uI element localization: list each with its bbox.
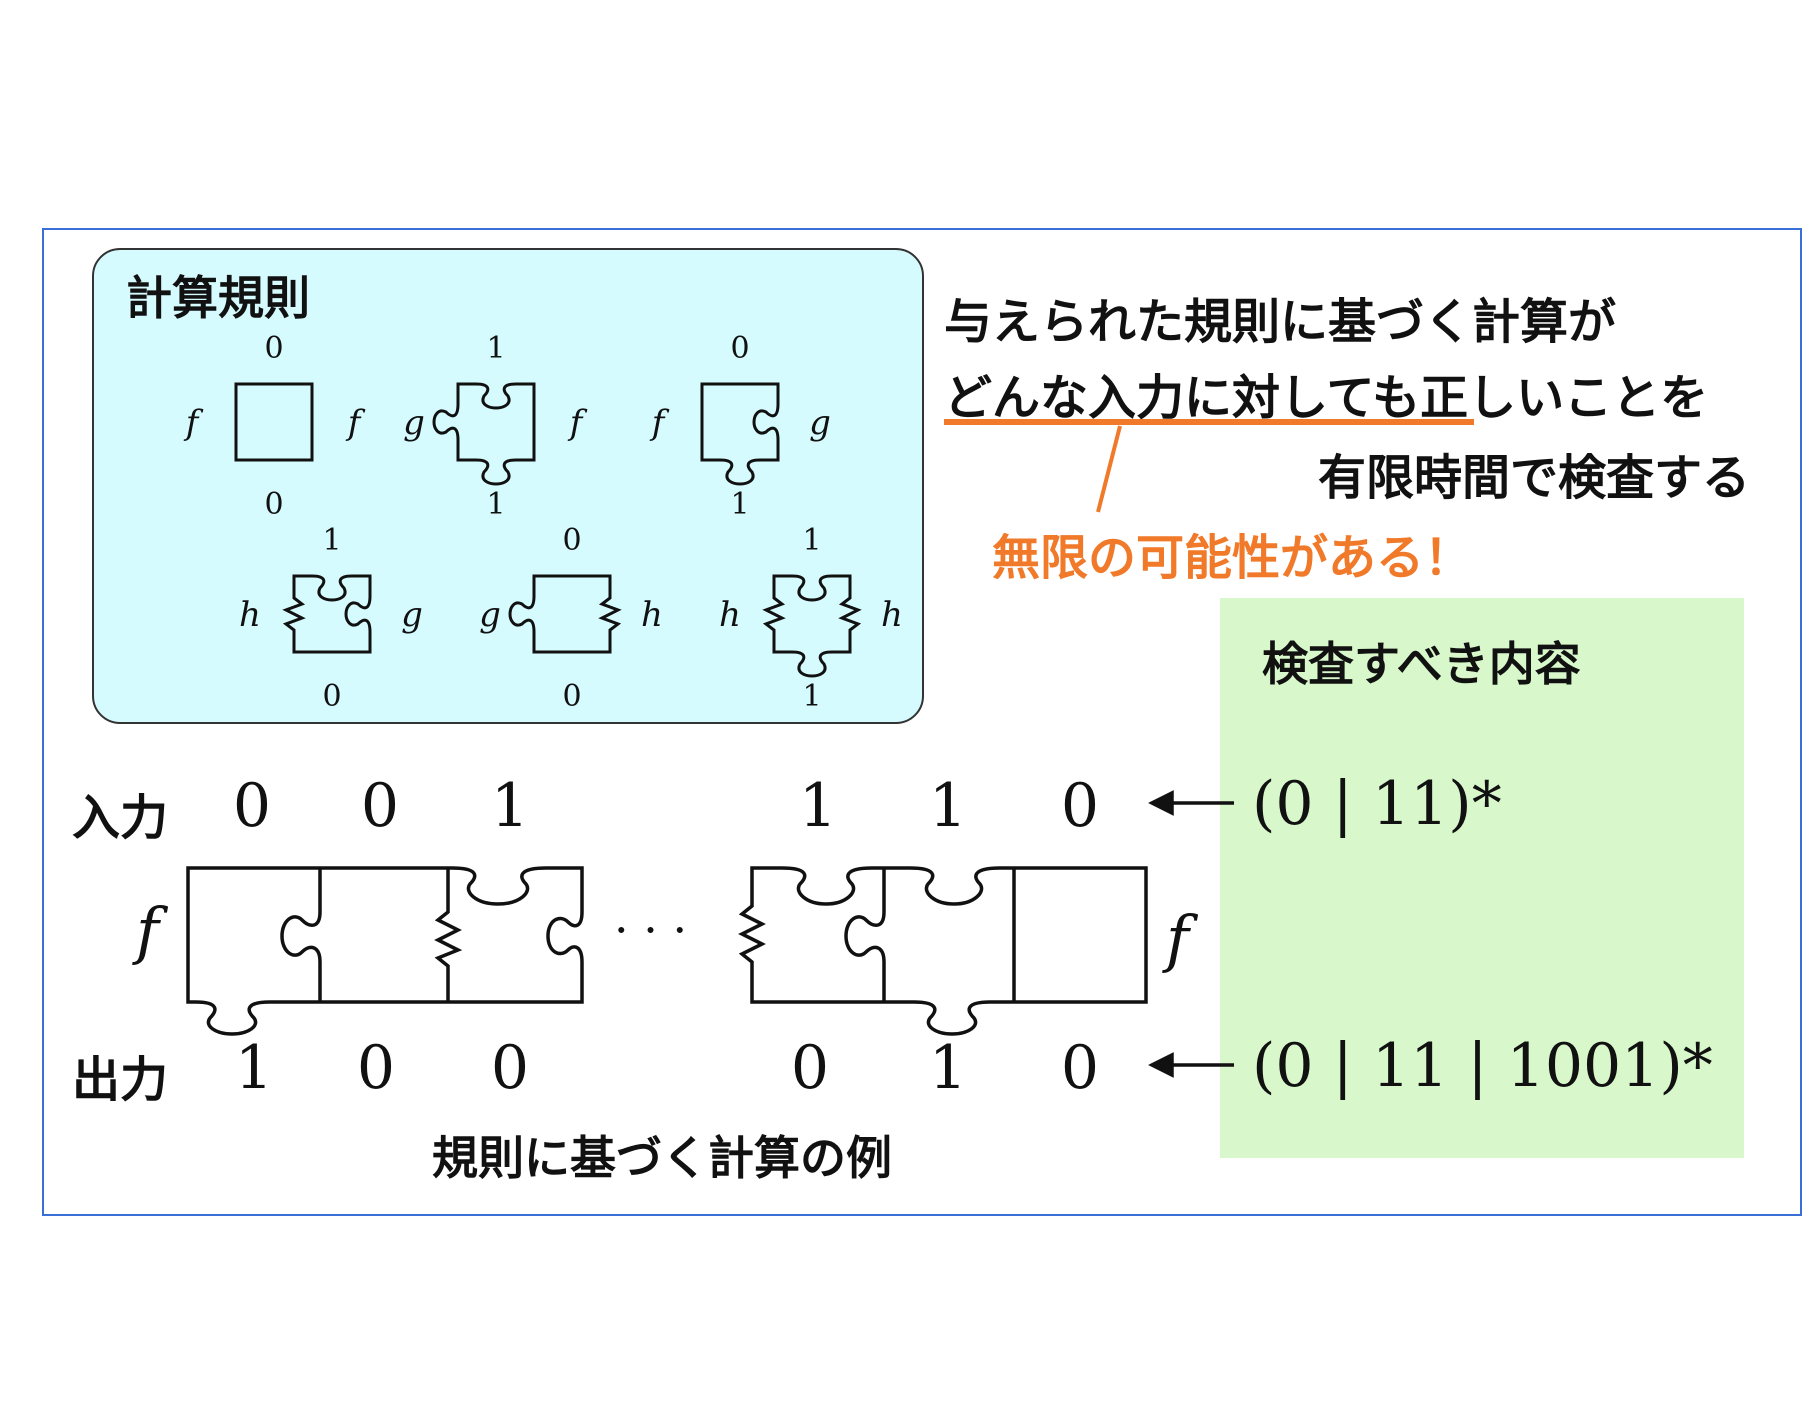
rule-right-state: h	[641, 595, 663, 635]
rule-tile	[700, 382, 780, 486]
chain-right-outline	[738, 866, 1148, 1036]
rule-right-state: f	[567, 403, 588, 443]
input-bit: 1	[799, 771, 837, 841]
chain-right-state: f	[1162, 902, 1199, 975]
input-label: 入力	[72, 790, 169, 846]
rule-top-bit: 1	[486, 331, 505, 366]
rule-bottom-bit: 0	[264, 487, 283, 522]
rule-right-state: g	[401, 595, 423, 635]
chain-ellipsis: · · ·	[614, 903, 687, 957]
rule-bottom-bit: 1	[730, 487, 749, 522]
rule-bottom-bit: 1	[802, 679, 821, 714]
chain-divider-3	[844, 868, 886, 1002]
example-caption: 規則に基づく計算の例	[432, 1131, 892, 1185]
input-arrowhead	[1148, 790, 1174, 816]
output-expression: (0 | 11 | 1001)*	[1252, 1031, 1713, 1101]
output-bit: 0	[791, 1033, 829, 1103]
rule-right-state: f	[345, 403, 366, 443]
statement-line-3: 有限時間で検査する	[1318, 450, 1751, 506]
rule-top-bit: 0	[730, 331, 749, 366]
chain-divider-1	[280, 868, 322, 1002]
output-bit: 1	[929, 1033, 967, 1103]
rule-left-state: g	[479, 595, 501, 635]
rule-right-state: g	[809, 403, 831, 443]
input-bit: 0	[361, 771, 399, 841]
rule-top-bit: 1	[802, 523, 821, 558]
output-bit: 0	[357, 1033, 395, 1103]
rules-panel	[92, 248, 924, 724]
rules-title: 計算規則	[126, 271, 310, 325]
rule-bottom-bit: 0	[562, 679, 581, 714]
statement-line-2: どんな入力に対しても正しいことを	[944, 370, 1709, 426]
rule-right-state: h	[881, 595, 903, 635]
output-arrowhead	[1148, 1052, 1174, 1078]
pointer-line	[1096, 425, 1122, 513]
rule-bottom-bit: 0	[322, 679, 341, 714]
input-bit: 0	[233, 771, 271, 841]
puzzle-chain	[186, 866, 1148, 1036]
input-expression: (0 | 11)*	[1252, 769, 1502, 839]
rule-tile	[432, 382, 536, 486]
warning-text: 無限の可能性がある！	[992, 530, 1473, 586]
rule-bottom-bit: 1	[486, 487, 505, 522]
rule-top-bit: 0	[562, 523, 581, 558]
chain-divider-2	[434, 868, 463, 1002]
chain-left-outline	[186, 866, 584, 1036]
rule-tile	[282, 574, 372, 654]
rule-left-state: f	[649, 403, 670, 443]
rule-tile	[762, 574, 862, 678]
statement-line-1: 与えられた規則に基づく計算が	[944, 294, 1617, 350]
rule-top-bit: 0	[264, 331, 283, 366]
output-label: 出力	[72, 1052, 169, 1108]
output-bit: 0	[491, 1033, 529, 1103]
arrows	[1148, 790, 1234, 1078]
rule-tile	[508, 574, 622, 654]
rule-left-state: h	[239, 595, 261, 635]
output-bit: 0	[1061, 1033, 1099, 1103]
check-title: 検査すべき内容	[1262, 637, 1581, 691]
chain-left-state: f	[132, 894, 169, 967]
input-bit: 1	[491, 771, 529, 841]
rule-left-state: g	[403, 403, 425, 443]
output-bit: 1	[235, 1033, 273, 1103]
check-panel	[1220, 598, 1744, 1158]
rule-tile	[234, 382, 314, 462]
rule-top-bit: 1	[322, 523, 341, 558]
io-bits: 0 0 1 1 1 0 1 0 0 0 1 0	[233, 771, 1099, 1103]
rule-left-state: f	[183, 403, 204, 443]
rule-left-state: h	[719, 595, 741, 635]
input-bit: 0	[1061, 771, 1099, 841]
input-bit: 1	[929, 771, 967, 841]
